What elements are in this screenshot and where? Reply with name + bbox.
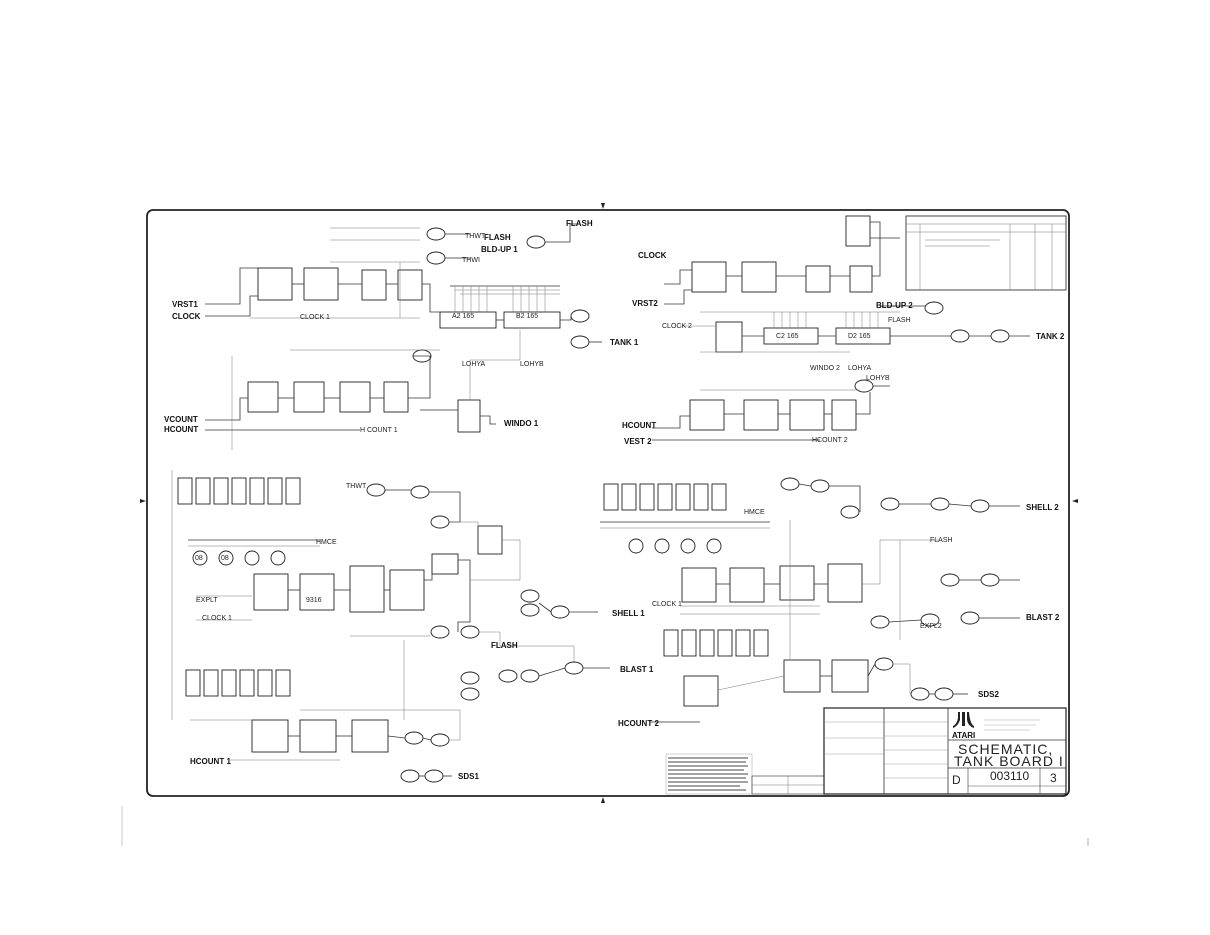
drawing-size: D xyxy=(952,773,961,787)
clock-in-label: CLOCK xyxy=(172,312,201,321)
flash2-label: FLASH xyxy=(888,317,911,324)
hcount2-bottom-label: HCOUNT 2 xyxy=(618,719,659,728)
clock1-label: CLOCK 1 xyxy=(300,314,330,321)
blast2-label: BLAST 2 xyxy=(1026,613,1060,622)
thwi-label: THWI xyxy=(462,257,480,264)
centering-marks xyxy=(140,203,1078,803)
counter-9316-label: 9316 xyxy=(306,597,322,604)
tank1-label: TANK 1 xyxy=(610,338,639,347)
gate-08-label-b: 08 xyxy=(221,555,229,562)
counter-chip-a1 xyxy=(257,267,293,301)
notes-block xyxy=(665,753,825,795)
company-name: ATARI xyxy=(952,731,975,740)
hcount2-in-label: HCOUNT xyxy=(622,421,656,430)
window2-label: WINDO 2 xyxy=(810,365,840,372)
section-player2-horizontal: C2 165 D2 165 CLOCK VRST2 CLOCK 2 B xyxy=(632,215,1065,382)
section-player2-vertical: HCOUNT VEST 2 HCOUNT 2 xyxy=(622,379,890,446)
sds1-label: SDS1 xyxy=(458,772,479,781)
drawing-title-line2: TANK BOARD I xyxy=(954,753,1064,769)
section-player1-horizontal: A2 165 B2 165 xyxy=(172,219,639,368)
hcount1-bottom-label: HCOUNT 1 xyxy=(190,757,231,766)
drawing-number: 003110 xyxy=(990,769,1029,783)
thwt-label: THWT xyxy=(465,233,486,240)
hmce2-label: HMCE xyxy=(744,509,765,516)
lohyb2-label: LOHYB xyxy=(866,375,890,382)
flash-right-label: FLASH xyxy=(930,537,953,544)
vcount1-label: VCOUNT xyxy=(164,415,198,424)
lohya-label: LOHYA xyxy=(462,361,486,368)
chip-b2-label: B2 165 xyxy=(516,313,538,320)
section-player2-motion: HMCE CLOCK 1 FLASH SHELL 2 BLAST 2 EXPL2… xyxy=(600,477,1060,728)
chip-c2-label: C2 165 xyxy=(776,333,799,340)
shell1-label: SHELL 1 xyxy=(612,609,645,618)
explt-label: EXPLT xyxy=(196,597,218,604)
thwt-label-lower: THWT xyxy=(346,483,367,490)
bld-up2-label: BLD-UP 2 xyxy=(876,301,913,310)
drawing-title-line1: SCHEMATIC, xyxy=(958,741,1053,757)
vrst2-label: VRST2 xyxy=(632,299,658,308)
vcount2-label: VEST 2 xyxy=(624,437,652,446)
lohyb-label: LOHYB xyxy=(520,361,544,368)
explt2-label: EXPL2 xyxy=(920,623,942,630)
hcount-in-label: HCOUNT xyxy=(164,425,198,434)
sds2-label: SDS2 xyxy=(978,690,999,699)
clock1-lower-label: CLOCK 1 xyxy=(202,615,232,622)
bld-up1-label: BLD-UP 1 xyxy=(481,245,518,254)
vrst1-label: VRST1 xyxy=(172,300,198,309)
clock2-out-label: CLOCK 2 xyxy=(662,323,692,330)
section-player1-vertical: VCOUNT HCOUNT H COUNT 1 WINDO 1 xyxy=(164,330,539,450)
hmce-label: HMCE xyxy=(316,539,337,546)
clock2-in-label: CLOCK xyxy=(638,251,667,260)
flash-lower-label: FLASH xyxy=(491,641,518,650)
shell2-label: SHELL 2 xyxy=(1026,503,1059,512)
atari-logo-icon xyxy=(953,712,974,728)
lohya2-label: LOHYA xyxy=(848,365,872,372)
chip-a2-label: A2 165 xyxy=(452,313,474,320)
hcount2-label: HCOUNT 2 xyxy=(812,437,848,444)
window1-label: WINDO 1 xyxy=(504,419,539,428)
title-block: ATARI SCHEMATIC, TANK BOARD I D 003110 3 xyxy=(823,707,1067,795)
tank2-label: TANK 2 xyxy=(1036,332,1065,341)
clock1-right-label: CLOCK 1 xyxy=(652,601,682,608)
revision-block xyxy=(905,215,1067,291)
gate-08-label-a: 08 xyxy=(195,555,203,562)
blast1-label: BLAST 1 xyxy=(620,665,654,674)
flash-label: FLASH xyxy=(484,233,511,242)
hcount1-label: H COUNT 1 xyxy=(360,427,398,434)
sheet-border xyxy=(146,209,1070,797)
chip-d2-label: D2 165 xyxy=(848,333,871,340)
sheet-number: 3 xyxy=(1050,771,1057,785)
section-player1-motion: 08 08 9316 xyxy=(171,470,654,783)
flash-out-label: FLASH xyxy=(566,219,593,228)
